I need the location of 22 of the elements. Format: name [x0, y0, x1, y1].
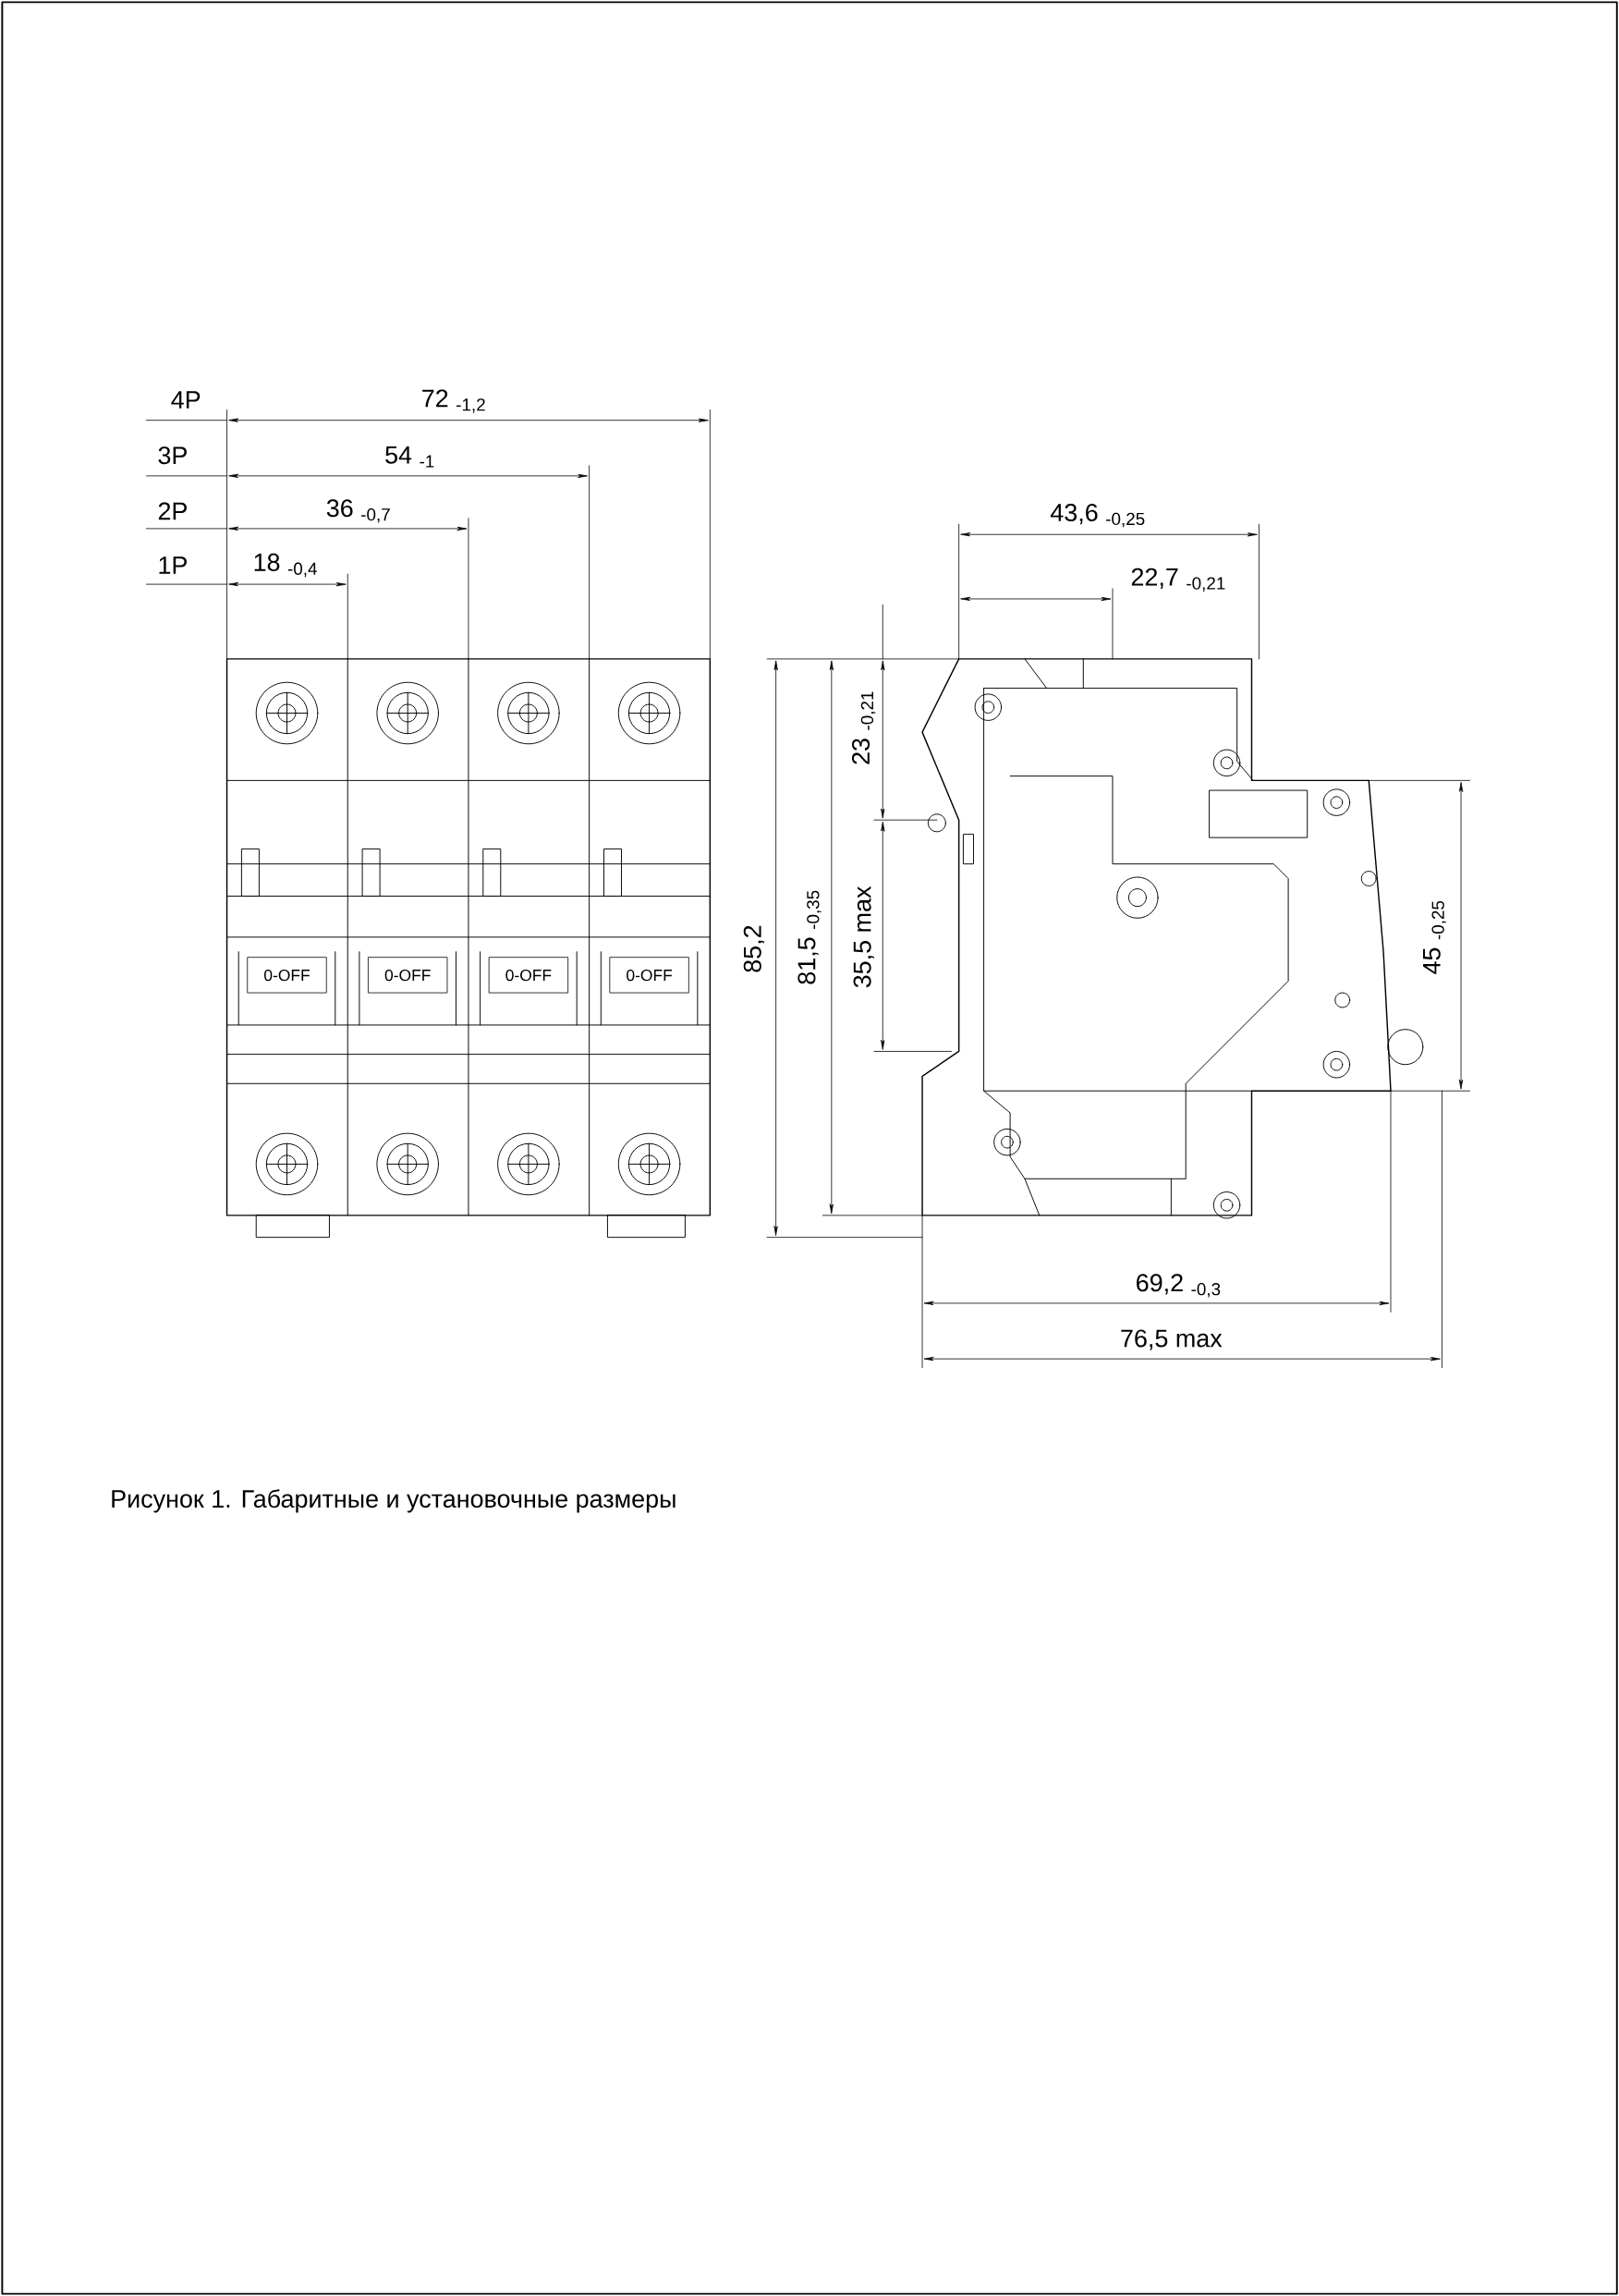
dimension-label: 76,5 max [1121, 1329, 1223, 1350]
pole-label: 1P [159, 556, 187, 574]
dimension-label: 72 $_{-1,2}$ [422, 389, 485, 413]
pole-label: 3P [158, 446, 187, 465]
dimension-label: 18 $_{-0,4}$ [254, 553, 317, 578]
handle-label: 0-OFF [263, 969, 310, 982]
dimension-label: 23 $_{-0,21}$ [851, 691, 876, 764]
dimension-label: 36 $_{-0,7}$ [326, 499, 390, 523]
handle-label: 0-OFF [505, 969, 552, 982]
pole-label: 2P [158, 502, 187, 520]
dimension-label: 43,6 $_{-0,25}$ [1050, 503, 1145, 528]
handle-label: 0-OFF [384, 969, 431, 982]
dimension-label: 85,2 [743, 925, 764, 972]
handle-label: 0-OFF [627, 969, 672, 982]
dimension-label: 81,5 $_{-0,35}$ [797, 890, 822, 984]
dimension-label: 45 $_{-0,25}$ [1422, 900, 1446, 974]
figure-caption: Рисунок 1. Габаритные и установочные размеры [112, 1489, 676, 1513]
dimension-label: 35,5 max [853, 885, 874, 988]
dimension-label: 69,2 $_{-0,3}$ [1137, 1274, 1221, 1298]
pole-label: 4P [171, 391, 201, 409]
dimension-label: 22,7 $_{-0,21}$ [1131, 568, 1225, 592]
dimension-label: 54 $_{-1}$ [385, 446, 434, 468]
